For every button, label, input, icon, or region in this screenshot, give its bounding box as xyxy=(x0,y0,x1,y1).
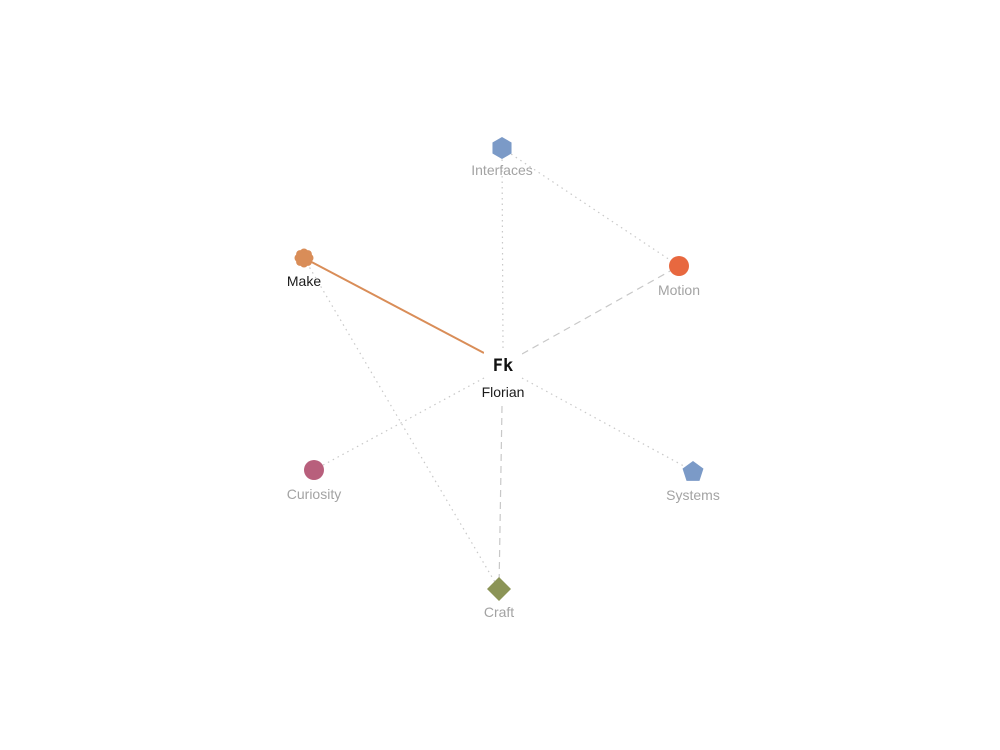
center-logo-backdrop xyxy=(484,352,522,378)
edge-interfaces-motion xyxy=(501,147,680,267)
systems-pentagon-icon xyxy=(682,461,704,481)
edge-center-systems xyxy=(521,377,694,472)
motion-circle-icon xyxy=(669,256,689,276)
edge-center-motion xyxy=(521,265,680,355)
node-systems[interactable]: Systems xyxy=(666,461,720,503)
node-label-curiosity: Curiosity xyxy=(287,486,341,502)
interfaces-hexagon-icon xyxy=(492,137,512,159)
node-label-interfaces: Interfaces xyxy=(471,162,532,178)
node-label-systems: Systems xyxy=(666,487,720,503)
node-curiosity[interactable]: Curiosity xyxy=(287,460,341,502)
edge-make-craft xyxy=(303,257,500,590)
node-make[interactable]: Make xyxy=(287,248,321,290)
edges-layer xyxy=(303,147,694,590)
node-label-motion: Motion xyxy=(658,282,700,298)
center-label: Florian xyxy=(482,384,525,400)
craft-diamond-icon xyxy=(487,577,511,601)
node-motion[interactable]: Motion xyxy=(658,256,700,298)
curiosity-circle-icon xyxy=(304,460,324,480)
center-node[interactable]: Fk Florian xyxy=(482,352,525,400)
make-flower-icon xyxy=(294,248,314,268)
edge-center-curiosity xyxy=(313,377,485,471)
edge-center-craft xyxy=(498,405,503,590)
node-label-craft: Craft xyxy=(484,604,514,620)
edge-center-interfaces xyxy=(501,147,504,349)
node-label-make: Make xyxy=(287,273,321,289)
node-craft[interactable]: Craft xyxy=(484,577,514,620)
center-logo: Fk xyxy=(493,356,513,376)
edge-center-make xyxy=(303,257,485,354)
node-interfaces[interactable]: Interfaces xyxy=(471,137,533,178)
